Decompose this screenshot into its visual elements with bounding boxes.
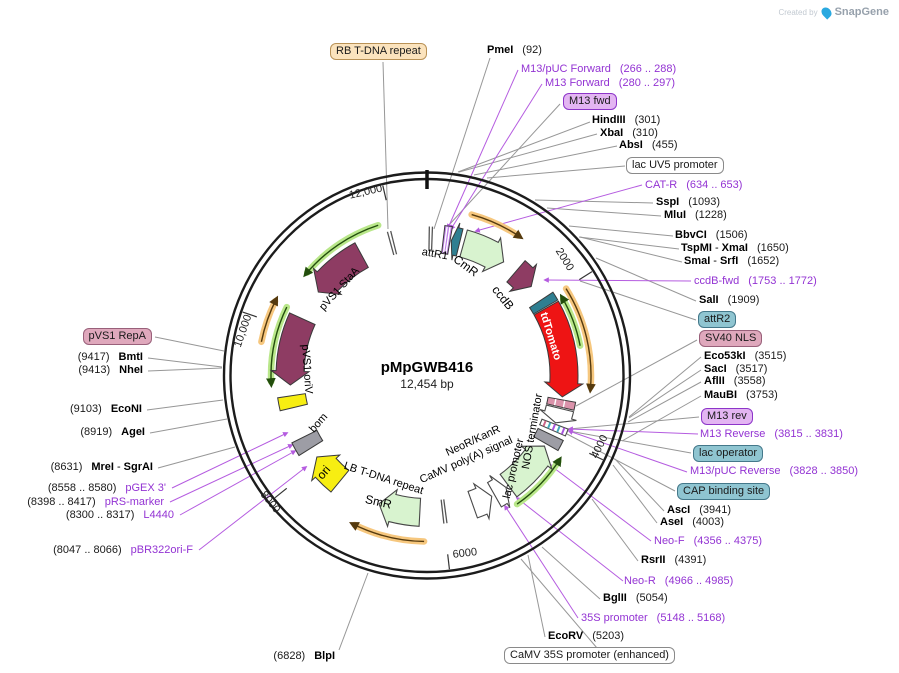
ori-arrow[interactable]	[310, 454, 350, 493]
enzyme-label-rsrii[interactable]: RsrII(4391)	[641, 554, 707, 566]
boxed-label-lac-uv5[interactable]: lac UV5 promoter	[626, 157, 724, 174]
boxed-label-m13-rev[interactable]: M13 rev	[701, 408, 753, 425]
boxed-label-attr2[interactable]: attR2	[698, 311, 737, 328]
label-connectors	[146, 57, 702, 651]
gray-feature-box[interactable]	[533, 427, 564, 452]
enzyme-label-mlui[interactable]: MluI(1228)	[664, 209, 727, 221]
cmr-arrow[interactable]	[459, 229, 505, 273]
enzyme-label-absi[interactable]: AbsI(455)	[619, 139, 678, 151]
primer-label-m13-forward[interactable]: M13 Forward(280 .. 297)	[545, 77, 676, 89]
enzyme-label-sali[interactable]: SalI(1909)	[699, 294, 760, 306]
snapgene-logo-icon	[819, 4, 834, 20]
primer-label-cat-r[interactable]: CAT-R(634 .. 653)	[645, 179, 743, 191]
plasmid-name: pMpGWB416	[380, 359, 474, 376]
enzyme-label-bglii[interactable]: BglII(5054)	[603, 592, 668, 604]
lb-tdna-repeat-mark[interactable]	[440, 499, 445, 524]
ccdb-arrow[interactable]	[506, 259, 538, 293]
rb-tdna-repeat-mark[interactable]	[386, 231, 395, 256]
enzyme-label-nhei[interactable]: (9413)NheI	[78, 364, 143, 376]
primer-label-m13-reverse[interactable]: M13 Reverse(3815 .. 3831)	[700, 428, 843, 440]
primer-label-m13puc-reverse[interactable]: M13/pUC Reverse(3828 .. 3850)	[690, 465, 858, 477]
primer-label-pgex3[interactable]: (8558 .. 8580)pGEX 3'	[47, 482, 166, 494]
boxed-label-camv-35s[interactable]: CaMV 35S promoter (enhanced)	[504, 647, 675, 664]
lb-tdna-repeat-mark[interactable]	[443, 499, 448, 524]
created-by-text: Created by	[778, 7, 818, 17]
enzyme-label-blpi[interactable]: (6828)BlpI	[273, 650, 335, 662]
pvs1-oriv-arrow[interactable]	[269, 312, 316, 386]
primer-label-m13puc-forward[interactable]: M13/pUC Forward(266 .. 288)	[521, 63, 677, 75]
boxed-label-rb-tdna[interactable]: RB T-DNA repeat	[330, 43, 427, 60]
camv-35s-promoter-arrow[interactable]	[467, 482, 493, 521]
enzyme-label-xbai[interactable]: XbaI(310)	[600, 127, 658, 139]
enzyme-label-saci[interactable]: SacI(3517)	[704, 363, 768, 375]
primer-connectors	[169, 69, 699, 619]
enzyme-label-asci[interactable]: AscI(3941)	[667, 504, 732, 516]
primer-label-l4440[interactable]: (8300 .. 8317)L4440	[65, 509, 174, 521]
primer-label-neo-f[interactable]: Neo-F(4356 .. 4375)	[654, 535, 763, 547]
attr2-site-box[interactable]	[528, 291, 559, 315]
primer-label-prs-marker[interactable]: (8398 .. 8417)pRS-marker	[27, 496, 164, 508]
cut-site-mark	[430, 226, 434, 251]
feature-arrows	[269, 222, 585, 529]
orf-arrows	[258, 211, 596, 545]
scale-ticks	[242, 170, 604, 570]
pvs1-oriv-site-box[interactable]	[277, 393, 309, 412]
enzyme-label-bbvci[interactable]: BbvCI(1506)	[675, 229, 748, 241]
primer-label-pbr322ori-f[interactable]: (8047 .. 8066)pBR322ori-F	[53, 544, 193, 556]
enzyme-label-agei[interactable]: (8919)AgeI	[80, 426, 145, 438]
nos-terminator-arrow[interactable]	[539, 404, 577, 424]
enzyme-label-sspi[interactable]: SspI(1093)	[656, 196, 721, 208]
smr-arrow[interactable]	[378, 488, 422, 529]
boxed-label-lac-operator[interactable]: lac operator	[693, 445, 764, 462]
primer-label-neo-r[interactable]: Neo-R(4966 .. 4985)	[624, 575, 734, 587]
plasmid-size: 12,454 bp	[400, 377, 454, 391]
boxed-label-pvs1-repa[interactable]: pVS1 RepA	[82, 328, 152, 345]
enzyme-label-aflii[interactable]: AflII(3558)	[704, 375, 766, 387]
enzyme-label-maubi[interactable]: MauBI(3753)	[704, 389, 778, 401]
bom-box[interactable]	[291, 429, 324, 457]
enzyme-label-eco53ki[interactable]: Eco53kI(3515)	[704, 350, 787, 362]
primer-label-ccdb-fwd[interactable]: ccdB-fwd(1753 .. 1772)	[694, 275, 817, 287]
camv-polya-arrow[interactable]	[486, 475, 511, 508]
boxed-label-sv40-nls[interactable]: SV40 NLS	[699, 330, 763, 347]
boxed-label-m13-fwd[interactable]: M13 fwd	[563, 93, 617, 110]
enzyme-label-smai-srfi[interactable]: SmaI-SrfI(1652)	[684, 255, 780, 267]
enzyme-label-asei[interactable]: AseI(4003)	[660, 516, 725, 528]
attr1-arrow[interactable]	[450, 222, 464, 261]
snapgene-brand: SnapGene	[834, 6, 889, 18]
rb-tdna-repeat-mark[interactable]	[390, 230, 398, 255]
pvs1-staa-arrow[interactable]	[312, 242, 369, 296]
enzyme-label-hindiii[interactable]: HindIII(301)	[592, 114, 661, 126]
enzyme-label-bmti[interactable]: (9417)BmtI	[77, 351, 143, 363]
neor-kanr-arrow[interactable]	[499, 445, 553, 498]
enzyme-label-tspmi-xmai[interactable]: TspMI-XmaI(1650)	[681, 242, 789, 254]
enzyme-label-mrei-sgrai[interactable]: (8631)MreI-SgrAI	[50, 461, 153, 473]
enzyme-label-pmei[interactable]: PmeI(92)	[487, 44, 542, 56]
boxed-label-cap-site[interactable]: CAP binding site	[677, 483, 771, 500]
tdtomato-arrow[interactable]	[533, 300, 585, 398]
primer-label-35s-promoter[interactable]: 35S promoter(5148 .. 5168)	[581, 612, 726, 624]
enzyme-label-econi[interactable]: (9103)EcoNI	[70, 403, 142, 415]
sv40-nls-box[interactable]	[546, 396, 577, 411]
watermark: Created by SnapGene	[778, 4, 889, 20]
enzyme-label-ecorv[interactable]: EcoRV(5203)	[548, 630, 625, 642]
